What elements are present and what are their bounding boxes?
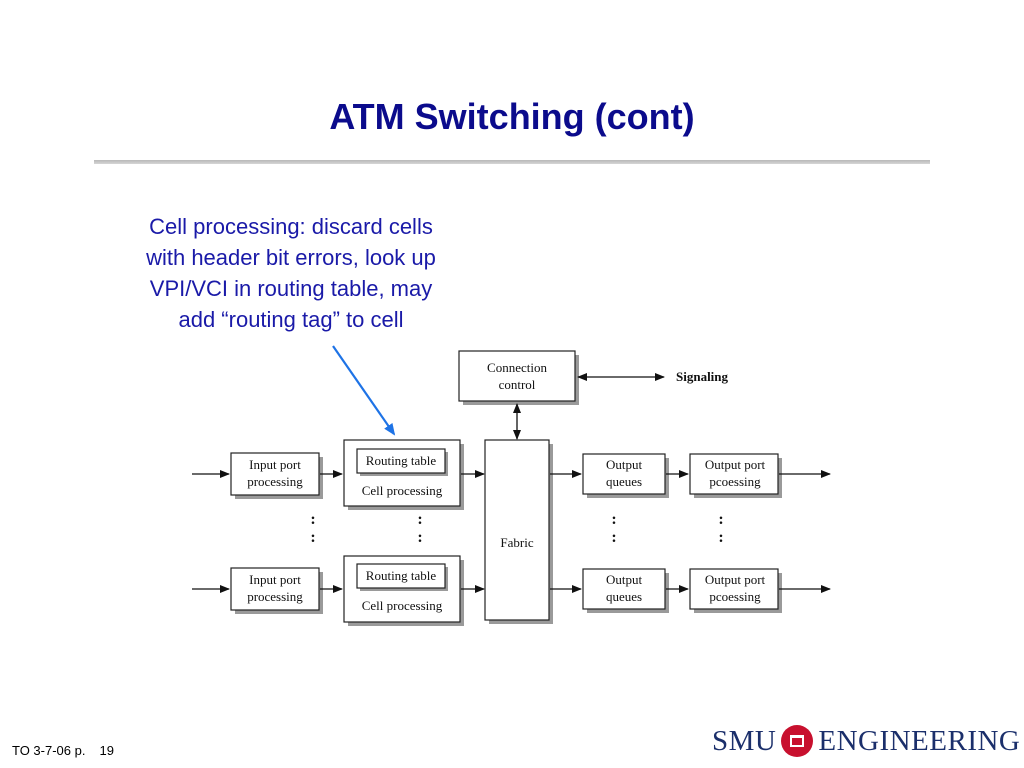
callout-line: VPI/VCI in routing table, may bbox=[149, 276, 433, 301]
connection-control-label: control bbox=[499, 377, 536, 392]
input-port-box: Input port processing bbox=[230, 567, 323, 614]
output-port-label: Output port bbox=[705, 457, 766, 472]
connection-control-label: Connection bbox=[487, 360, 547, 375]
callout-line: add “routing tag” to cell bbox=[178, 307, 404, 332]
output-port-label: pcoessing bbox=[709, 474, 761, 489]
output-queues-box: Output queues bbox=[582, 453, 669, 498]
output-port-label: Output port bbox=[705, 572, 766, 587]
cell-processing-box: Routing table Cell processing bbox=[343, 439, 464, 510]
fabric-box: Fabric bbox=[484, 439, 553, 624]
input-port-label: Input port bbox=[249, 572, 301, 587]
callout-arrow bbox=[332, 345, 396, 436]
input-ellipsis: : bbox=[310, 529, 315, 546]
cell-processing-box: Routing table Cell processing bbox=[343, 555, 464, 626]
title-divider bbox=[94, 160, 930, 164]
input-port-label: processing bbox=[247, 474, 303, 489]
routing-table-label: Routing table bbox=[366, 568, 437, 583]
input-port-box: Input port processing bbox=[230, 452, 323, 499]
routing-table-label: Routing table bbox=[366, 453, 437, 468]
logo-engineering-text: ENGINEERING bbox=[818, 724, 1021, 757]
cell-processing-callout: Cell processing: discard cells with head… bbox=[110, 211, 472, 335]
output-queues-box: Output queues bbox=[582, 568, 669, 613]
slide-title: ATM Switching (cont) bbox=[329, 96, 695, 137]
output-ellipsis: : bbox=[718, 529, 723, 546]
cell-ellipsis: : bbox=[417, 511, 422, 528]
slide-footer: TO 3-7-06 p. 19 bbox=[12, 743, 114, 758]
callout-line: Cell processing: discard cells bbox=[149, 214, 433, 239]
queue-ellipsis: : bbox=[611, 529, 616, 546]
cell-ellipsis: : bbox=[417, 529, 422, 546]
smu-engineering-logo: SMU ENGINEERING bbox=[712, 724, 1020, 758]
callout-line: with header bit errors, look up bbox=[146, 245, 436, 270]
page-number: 19 bbox=[99, 743, 114, 758]
seal-icon bbox=[781, 725, 814, 757]
queue-ellipsis: : bbox=[611, 511, 616, 528]
course-label: TO 3-7-06 p. bbox=[12, 743, 86, 758]
output-ellipsis: : bbox=[718, 511, 723, 528]
input-port-label: Input port bbox=[249, 457, 301, 472]
signaling-label: Signaling bbox=[676, 369, 729, 384]
output-port-box: Output port pcoessing bbox=[689, 453, 782, 498]
output-port-label: pcoessing bbox=[709, 589, 761, 604]
cell-processing-label: Cell processing bbox=[362, 483, 443, 498]
fabric-label: Fabric bbox=[500, 535, 533, 550]
output-queues-label: Output bbox=[606, 572, 643, 587]
connection-control-box: Connection control bbox=[458, 350, 579, 405]
input-port-label: processing bbox=[247, 589, 303, 604]
logo-smu-text: SMU bbox=[712, 724, 777, 757]
output-queues-label: Output bbox=[606, 457, 643, 472]
output-queues-label: queues bbox=[606, 589, 642, 604]
input-ellipsis: : bbox=[310, 511, 315, 528]
cell-processing-label: Cell processing bbox=[362, 598, 443, 613]
output-queues-label: queues bbox=[606, 474, 642, 489]
output-port-box: Output port pcoessing bbox=[689, 568, 782, 613]
